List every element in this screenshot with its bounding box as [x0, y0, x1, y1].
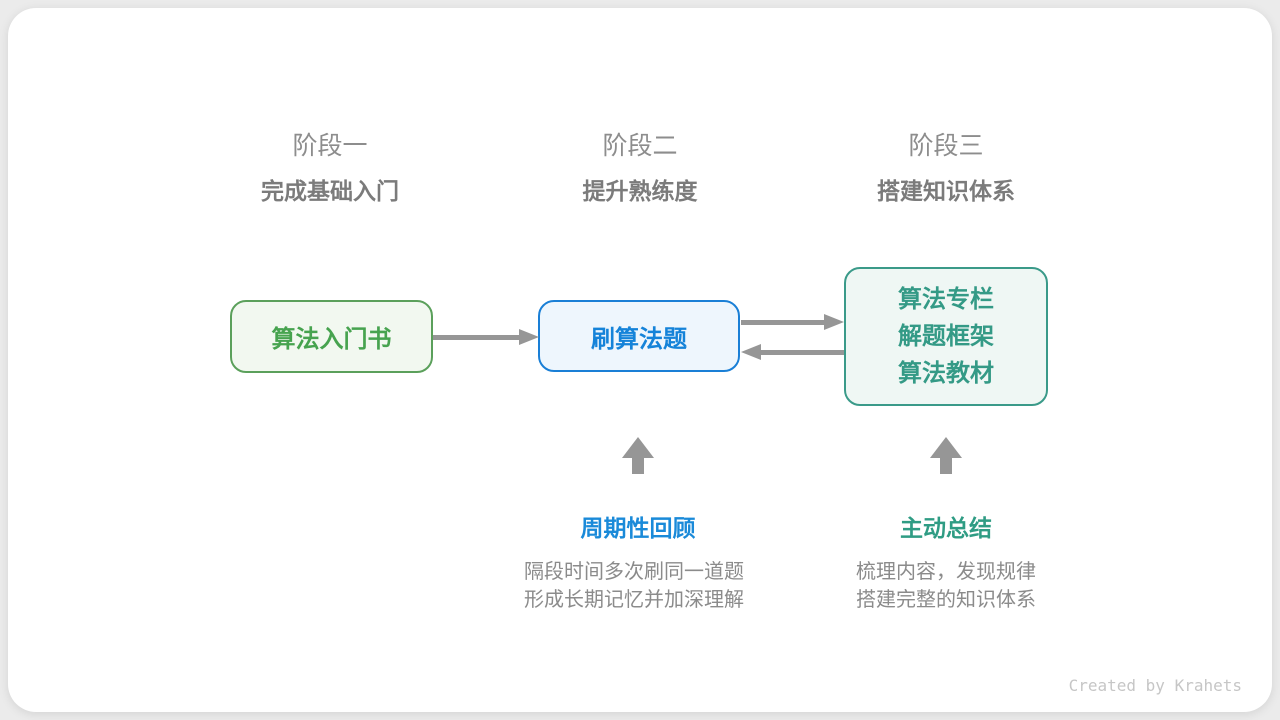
node-resources-line-2: 解题框架: [898, 322, 994, 350]
stage-1-subtitle: 完成基础入门: [261, 179, 399, 205]
node-resources: 算法专栏 解题框架 算法教材: [844, 267, 1048, 406]
annotation-review-line-2: 形成长期记忆并加深理解: [524, 587, 744, 611]
annotation-review-line-1: 隔段时间多次刷同一道题: [524, 559, 744, 583]
right-arrow-icon: [741, 314, 844, 330]
annotation-review-description: 隔段时间多次刷同一道题 形成长期记忆并加深理解: [524, 557, 744, 613]
node-intro-book: 算法入门书: [230, 300, 433, 373]
stage-3-label: 阶段三: [908, 131, 984, 160]
annotation-summarize-line-2: 搭建完整的知识体系: [856, 587, 1036, 611]
arrow-head: [824, 314, 844, 330]
arrow-stem: [632, 458, 644, 474]
arrow-stem: [759, 349, 844, 355]
arrow-stem: [741, 319, 826, 325]
credit-text: Created by Krahets: [1068, 676, 1242, 695]
annotation-summarize-description: 梳理内容，发现规律 搭建完整的知识体系: [856, 557, 1036, 613]
node-practice-label: 刷算法题: [591, 324, 687, 353]
arrow-head: [741, 344, 761, 360]
arrow-head: [519, 329, 539, 345]
stage-2-subtitle: 提升熟练度: [582, 179, 698, 205]
annotation-review-title: 周期性回顾: [580, 516, 696, 542]
arrow-head: [622, 437, 654, 458]
node-practice: 刷算法题: [538, 300, 740, 372]
right-arrow-icon: [433, 329, 539, 345]
annotation-summarize-line-1: 梳理内容，发现规律: [856, 559, 1036, 583]
arrow-head: [930, 437, 962, 458]
arrow-stem: [433, 334, 521, 340]
up-arrow-icon: [622, 437, 654, 474]
annotation-summarize-title: 主动总结: [900, 516, 992, 542]
node-intro-book-label: 算法入门书: [271, 325, 392, 353]
arrow-stem: [940, 458, 952, 474]
up-arrow-icon: [930, 437, 962, 474]
left-arrow-icon: [741, 344, 844, 360]
node-resources-line-3: 算法教材: [898, 359, 994, 387]
stage-3-subtitle: 搭建知识体系: [877, 179, 1015, 205]
node-resources-line-1: 算法专栏: [898, 285, 994, 313]
stage-2-label: 阶段二: [602, 131, 678, 160]
stage-1-label: 阶段一: [292, 131, 368, 160]
